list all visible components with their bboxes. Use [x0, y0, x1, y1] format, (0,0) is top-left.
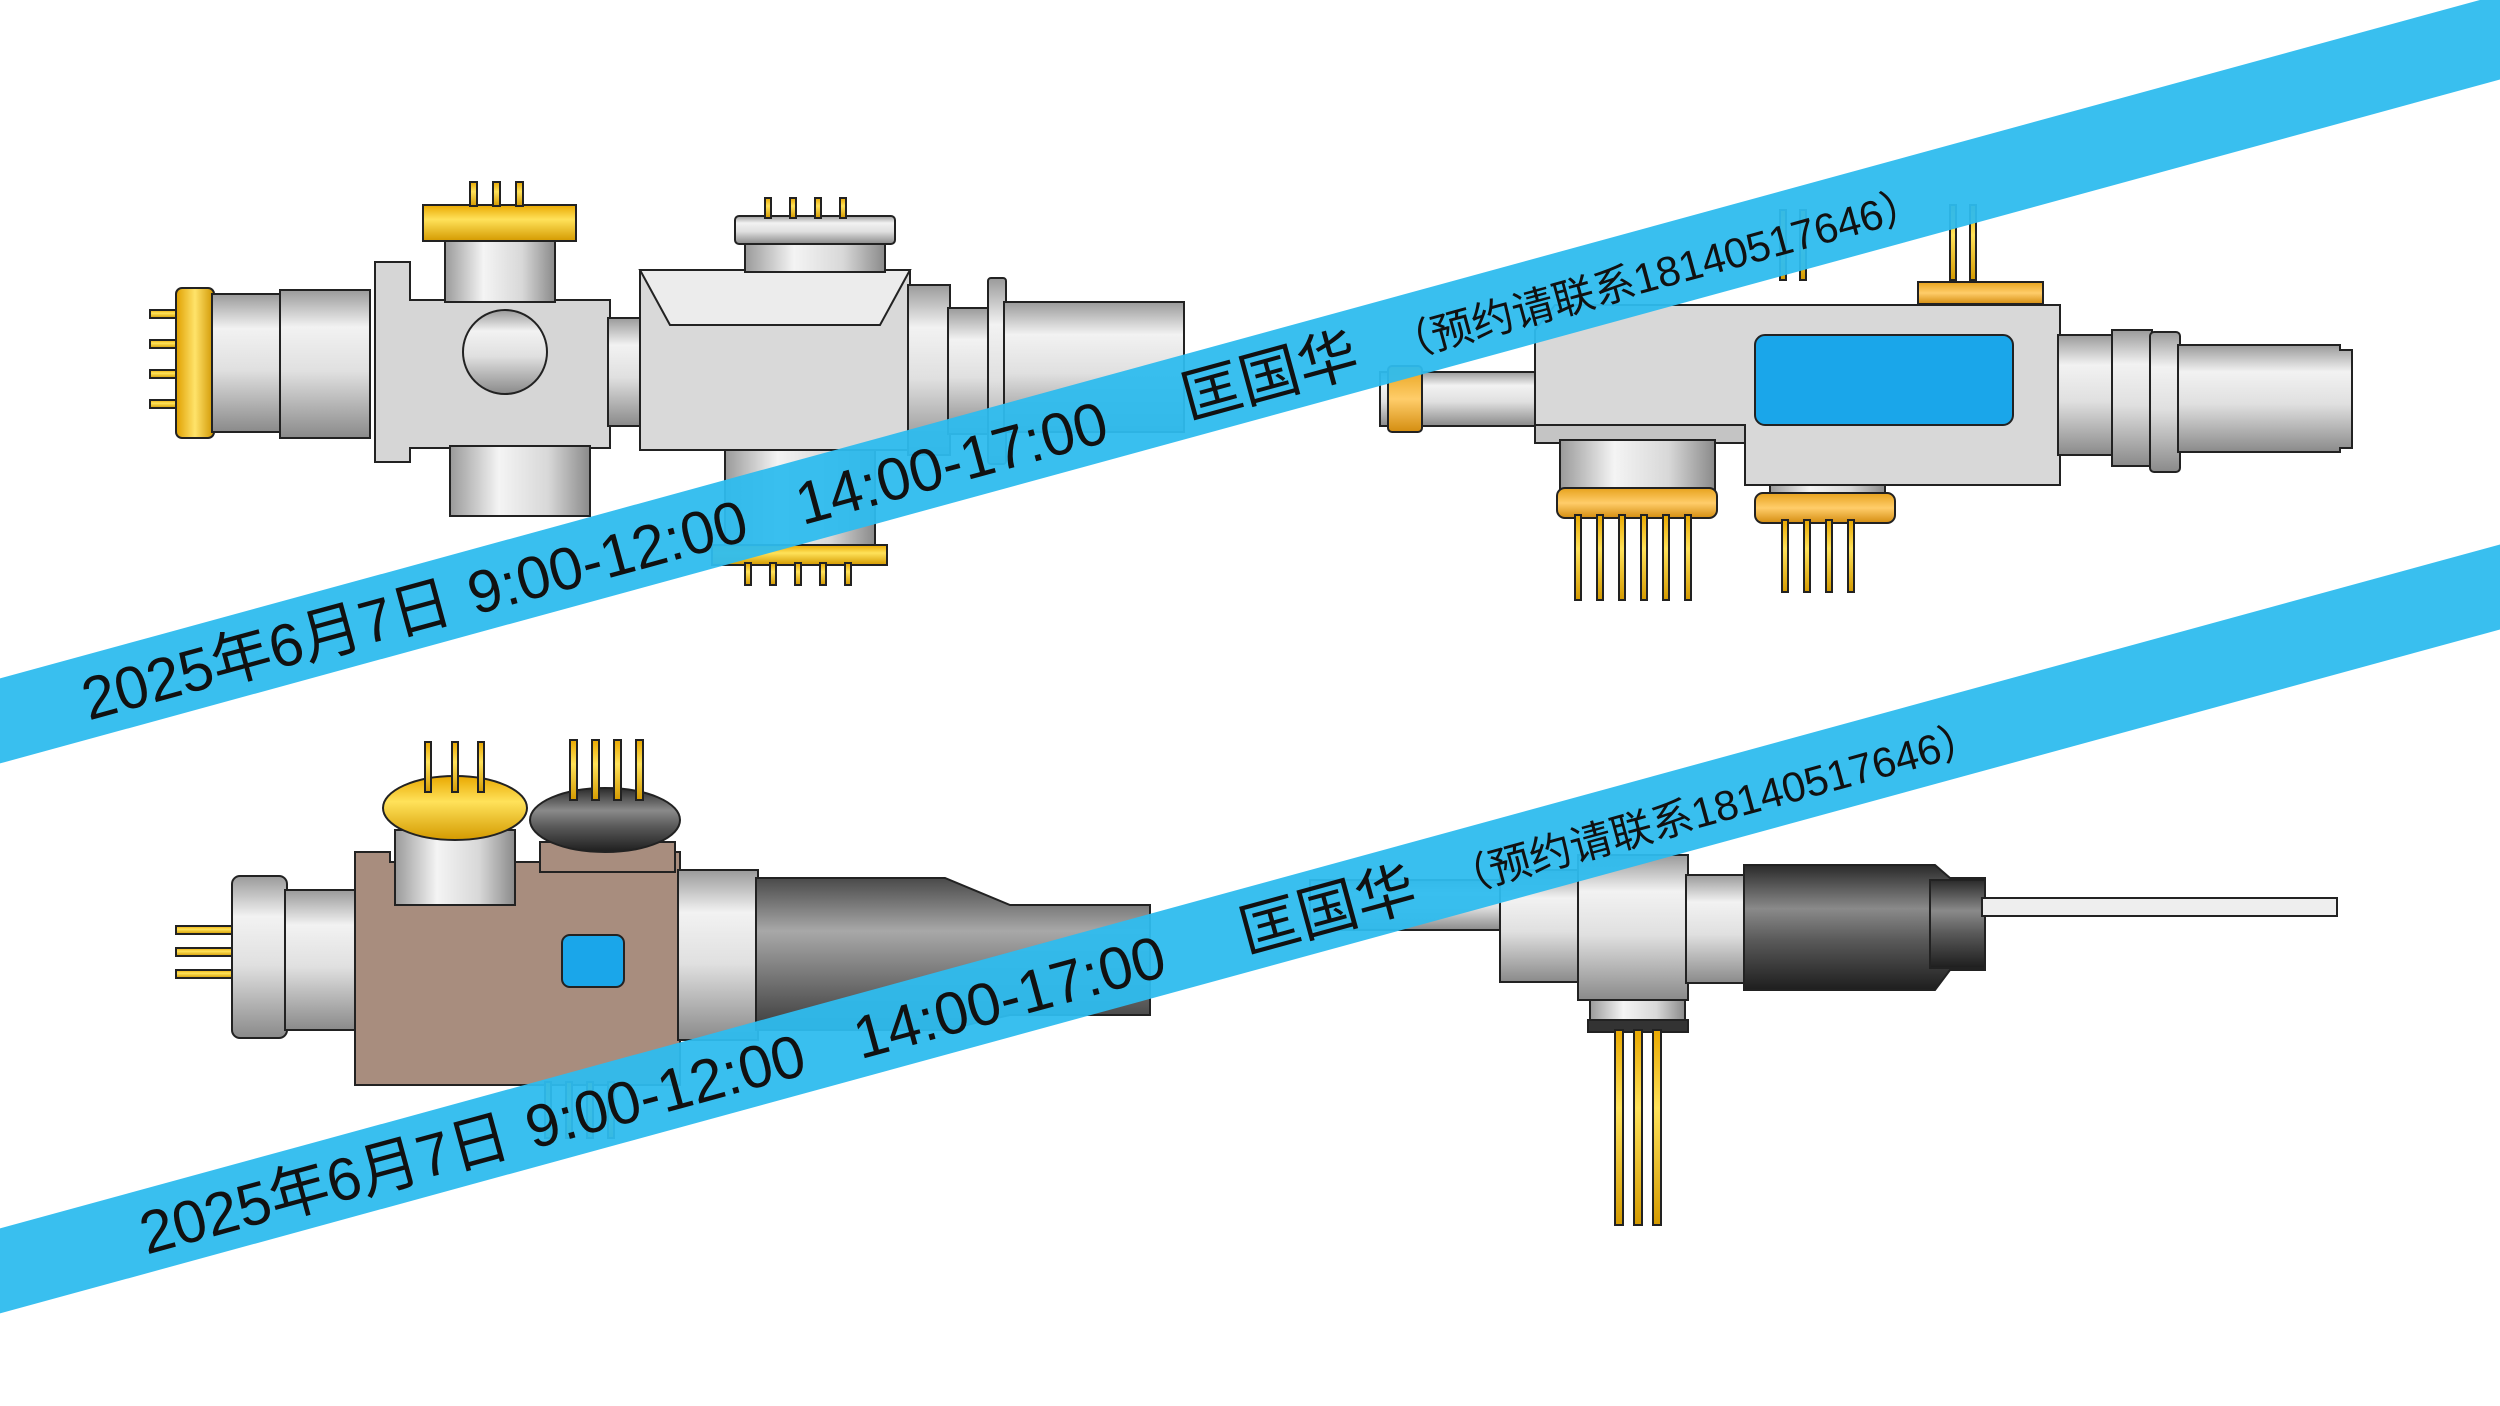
module-2-bottom-pins-a: [1574, 514, 1692, 601]
module-2-bottom-orange-b: [1754, 492, 1896, 524]
module-1-bottom-stub: [449, 445, 591, 517]
module-2-blue-window: [1754, 334, 2014, 426]
module-3-yellow-stack: [394, 829, 516, 906]
module-1-top-gold-cap: [422, 204, 577, 242]
module-1-gold-cap: [175, 287, 215, 439]
module-1-window-circle: [462, 309, 548, 395]
module-3-blue-window: [561, 934, 625, 988]
module-2-bottom-stub-a: [1559, 439, 1716, 491]
module-1-box-top-pins: [764, 197, 847, 219]
module-1-left-pins: [149, 309, 179, 409]
module-4-bottom-stub: [1589, 999, 1686, 1023]
module-3-left-pins: [175, 925, 237, 979]
module-1-box-bottom-pins: [744, 562, 852, 586]
module-1-top-pins: [469, 181, 524, 207]
module-3-dark-cap: [529, 787, 681, 853]
module-4-black-tube: [1743, 864, 1986, 991]
module-1-connecting-pipe: [607, 317, 645, 427]
module-1: [149, 181, 1185, 586]
module-1-left-ring: [279, 289, 371, 439]
module-3-tube-collar: [677, 869, 759, 1041]
module-2-right-flange: [2149, 331, 2181, 473]
banner-2-stripe: [0, 520, 2500, 1339]
module-2-output-tube: [2177, 344, 2353, 453]
module-1-box-top-connector: [744, 239, 886, 273]
module-3-left-barrel: [284, 889, 356, 1031]
module-2-right-collar: [2111, 329, 2153, 467]
module-2-bottom-orange-a: [1556, 487, 1718, 519]
module-3-dark-pins: [569, 739, 644, 801]
module-2-right-pipe: [2057, 334, 2115, 456]
module-4-fiber: [1981, 897, 2338, 917]
module-3-left-cap: [231, 875, 288, 1039]
module-3-yellow-pins: [424, 741, 485, 793]
module-1-left-barrel: [211, 293, 283, 433]
module-1-top-stack: [444, 237, 556, 303]
banner-1-stripe: [0, 0, 2500, 789]
module-4-bottom-pins: [1614, 1029, 1662, 1226]
module-2-bottom-pins-b: [1781, 519, 1855, 593]
module-4-collar: [1685, 874, 1747, 984]
module-2: [1379, 204, 2353, 601]
